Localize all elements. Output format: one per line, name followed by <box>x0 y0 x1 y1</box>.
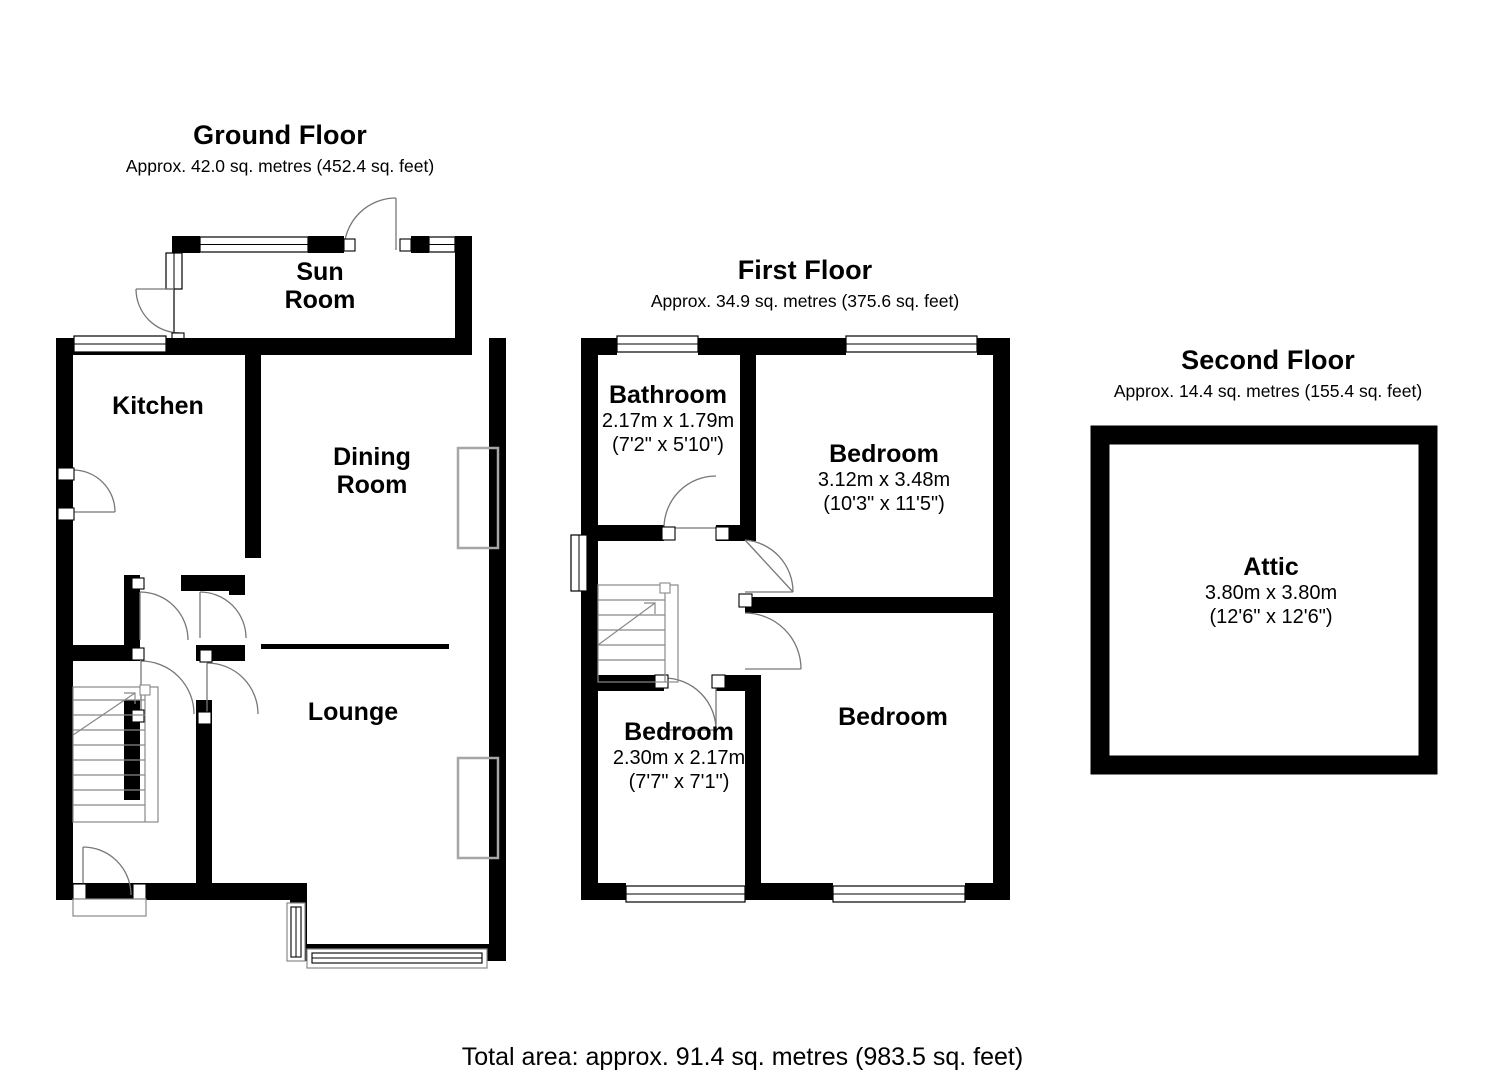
bathroom-dim-metric: 2.17m x 1.79m <box>601 410 735 433</box>
first-floor-doors <box>654 475 802 731</box>
bathroom-dim-imperial: (7'2" x 5'10") <box>612 433 724 456</box>
entrance-step <box>72 898 147 917</box>
door-kitchen-hall <box>131 577 189 641</box>
dining-room-name-line1: Dining <box>333 443 411 471</box>
bedroom-small-dim-imperial: (7'7" x 7'1") <box>628 770 730 793</box>
ground-floor-interior-walls <box>60 355 449 893</box>
feature-chimney-lounge <box>456 756 500 860</box>
room-label-bathroom: Bathroom 2.17m x 1.79m (7'2" x 5'10") <box>602 381 734 456</box>
ground-floor-heading: Ground Floor Approx. 42.0 sq. metres (45… <box>80 120 480 176</box>
dining-room-name-line2: Room <box>336 471 408 499</box>
staircase-ground <box>72 684 159 823</box>
ground-floor-plan <box>56 197 506 969</box>
window-bedroom-rear-bottom <box>832 885 966 903</box>
ground-floor-area: Approx. 42.0 sq. metres (452.4 sq. feet) <box>125 156 435 177</box>
first-floor-title: First Floor <box>737 255 873 285</box>
door-bedroom-small <box>654 674 726 731</box>
window-landing-left <box>570 534 588 592</box>
lounge-name: Lounge <box>307 698 399 726</box>
door-hall-dining <box>199 591 247 639</box>
bedroom-small-name: Bedroom <box>624 718 734 746</box>
sun-room-name-line1: Sun <box>296 258 344 286</box>
sun-room-name-line2: Room <box>284 286 356 314</box>
window-sunroom-top <box>199 236 309 253</box>
window-kitchen-top <box>73 335 167 353</box>
ground-sun-room-walls <box>135 197 472 348</box>
attic-name: Attic <box>1243 553 1299 581</box>
window-bathroom-top <box>616 335 699 353</box>
second-floor-title: Second Floor <box>1181 345 1355 375</box>
room-label-kitchen: Kitchen <box>112 392 204 420</box>
window-lounge-bay-side <box>286 902 306 962</box>
room-label-bedroom-rear: Bedroom <box>838 703 948 731</box>
window-lounge-bay <box>306 948 488 969</box>
room-label-attic: Attic 3.80m x 3.80m (12'6" x 12'6") <box>1205 553 1337 628</box>
window-bedroom-small-bottom <box>625 885 746 903</box>
door-under-stairs <box>131 647 195 723</box>
kitchen-name: Kitchen <box>112 392 204 420</box>
room-label-lounge: Lounge <box>308 698 398 726</box>
door-bedroom-rear <box>744 612 802 670</box>
room-label-dining-room: Dining Room <box>333 443 411 499</box>
bathroom-name: Bathroom <box>608 381 728 409</box>
staircase-first <box>597 582 679 683</box>
window-bedroom-main-top <box>845 335 978 353</box>
second-floor-plan <box>1090 425 1438 775</box>
room-label-bedroom-small: Bedroom 2.30m x 2.17m (7'7" x 7'1") <box>613 718 745 793</box>
bedroom-main-name: Bedroom <box>829 440 939 468</box>
door-hall-lounge <box>197 649 259 725</box>
bedroom-rear-name: Bedroom <box>838 703 948 731</box>
bedroom-small-dim-metric: 2.30m x 2.17m <box>612 747 746 770</box>
room-label-sun-room: Sun Room <box>285 258 356 314</box>
attic-dim-imperial: (12'6" x 12'6") <box>1209 605 1333 628</box>
first-floor-plan <box>570 335 1010 903</box>
door-kitchen-external <box>57 467 116 521</box>
bedroom-main-dim-imperial: (10'3" x 11'5") <box>823 492 945 515</box>
second-floor-area: Approx. 14.4 sq. metres (155.4 sq. feet) <box>1113 381 1423 402</box>
ground-floor-doors <box>57 467 259 900</box>
total-area-text: Total area: approx. 91.4 sq. metres (983… <box>461 1043 1024 1071</box>
feature-chimney-dining <box>456 446 500 550</box>
first-floor-area: Approx. 34.9 sq. metres (375.6 sq. feet) <box>650 291 960 312</box>
attic-dim-metric: 3.80m x 3.80m <box>1204 582 1338 605</box>
door-sunroom-left <box>135 288 181 334</box>
bedroom-main-dim-metric: 3.12m x 3.48m <box>817 469 951 492</box>
room-label-bedroom-main: Bedroom 3.12m x 3.48m (10'3" x 11'5") <box>818 440 950 515</box>
door-bathroom <box>661 475 730 541</box>
first-floor-interior-walls <box>598 355 993 883</box>
window-sunroom-topright <box>428 236 456 253</box>
attic-outer-walls <box>1090 425 1438 775</box>
ground-floor-title: Ground Floor <box>193 120 367 150</box>
first-floor-outer-walls <box>581 338 1010 900</box>
first-floor-heading: First Floor Approx. 34.9 sq. metres (375… <box>605 255 1005 311</box>
second-floor-heading: Second Floor Approx. 14.4 sq. metres (15… <box>1068 345 1468 401</box>
window-sunroom-left <box>165 252 183 290</box>
door-bedroom-main <box>738 539 794 608</box>
